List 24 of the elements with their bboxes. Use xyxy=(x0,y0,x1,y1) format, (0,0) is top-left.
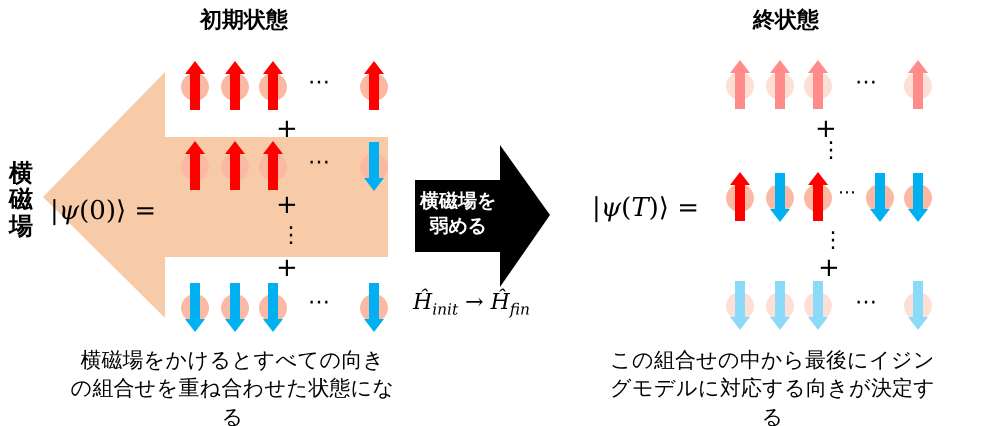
ellipsis: ⋯ xyxy=(855,72,877,94)
vertical-ellipsis: ⋮ xyxy=(280,225,302,247)
vertical-ellipsis: ⋮ xyxy=(822,230,844,252)
vertical-ellipsis: ⋮ xyxy=(820,140,842,162)
plus-sign: + xyxy=(818,255,840,281)
caption-text: 横磁場をかけるとすべての向きの組合せを重ね合わせた状態になる xyxy=(70,347,395,426)
ellipsis: ⋯ xyxy=(855,292,877,314)
plus-sign: + xyxy=(276,192,298,218)
plus-sign: + xyxy=(276,116,298,142)
plus-sign: + xyxy=(815,116,837,142)
axis-label: 横磁場 xyxy=(9,160,34,240)
heading: 初期状態 xyxy=(200,10,288,32)
caption-text: この組合せの中から最後にイジングモデルに対応する向きが決定する xyxy=(609,347,936,426)
ellipsis: ⋯ xyxy=(838,184,856,202)
equation: |ψ(0)⟩ = xyxy=(50,198,156,224)
plus-sign: + xyxy=(276,255,298,281)
equation: |ψ(T)⟩ = xyxy=(592,195,699,221)
field-arrow xyxy=(5,70,390,320)
ellipsis: ⋯ xyxy=(308,152,330,174)
process-arrow xyxy=(415,145,550,288)
heading: 終状態 xyxy=(753,10,819,32)
arrow-label: 横磁場を弱める xyxy=(418,189,497,238)
ellipsis: ⋯ xyxy=(308,292,330,314)
ellipsis: ⋯ xyxy=(308,72,330,94)
